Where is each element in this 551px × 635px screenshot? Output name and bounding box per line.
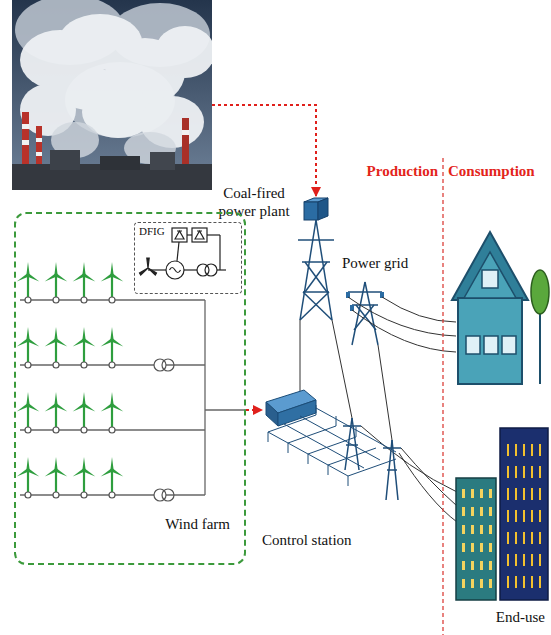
power-plant-photo — [12, 0, 212, 190]
node-label: Coal-fired power plant — [214, 184, 294, 220]
end-use-buildings: End-use — [447, 222, 551, 632]
power-flow-arrow — [246, 409, 262, 411]
section-heading: Consumption — [448, 162, 535, 180]
power-flow-arrow — [212, 105, 316, 196]
section-heading: Production — [360, 162, 438, 180]
power-lines — [300, 297, 457, 522]
power-line-tower — [346, 282, 384, 345]
node-label: DFIG — [139, 225, 165, 238]
transmission-tower: Power grid — [296, 196, 336, 320]
node-label: Power grid — [342, 254, 408, 272]
node-label: Wind farm — [165, 515, 230, 533]
power-plant-photo: Coal-fired power plant — [12, 0, 212, 190]
control-station: Control station — [262, 388, 402, 553]
substation — [266, 390, 401, 500]
node-label: End-use — [496, 608, 545, 626]
dfig-box: DFIG — [134, 222, 242, 294]
divider-line — [442, 158, 443, 635]
node-label: Control station — [262, 531, 352, 549]
house-icon — [452, 232, 549, 384]
transmission-tower — [298, 198, 334, 320]
office-buildings — [456, 428, 548, 600]
wind-turbine-array — [16, 262, 246, 501]
wind-farm-region: Wind farm DFIG — [14, 212, 246, 565]
